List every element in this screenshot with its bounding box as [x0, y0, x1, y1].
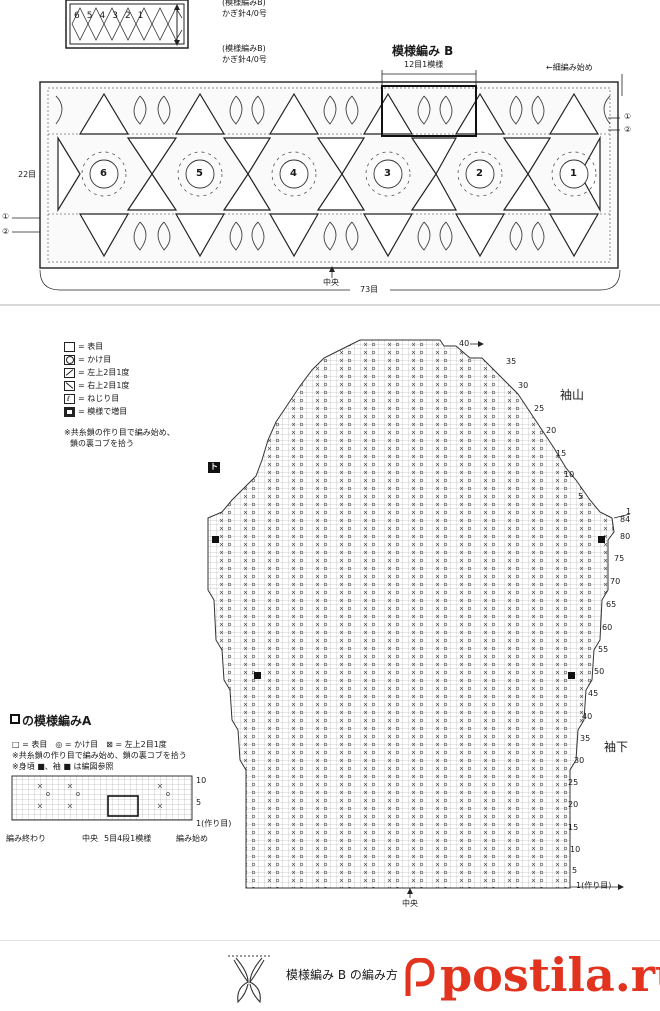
row-number: 25	[568, 778, 579, 787]
row-number: 20	[568, 800, 579, 809]
small-chart-numbers: 6 5 4 3 2 1	[74, 11, 143, 22]
pattern-a-note: ※身頃 ■、袖 ■ は編図参照	[12, 762, 114, 771]
legend-note: ※共糸鎖の作り目で編み始め、	[64, 428, 175, 437]
legend-text: = 左上2目1度	[78, 368, 130, 377]
pattern-a-row: 1(作り目)	[196, 819, 232, 828]
pattern-a-center: 中央	[82, 834, 98, 843]
small-chart-number: 4	[99, 11, 106, 21]
row-mark: ①	[624, 112, 632, 121]
k2tog-right-icon	[64, 381, 75, 391]
motif-number: 6	[100, 168, 107, 179]
row-number: 30	[518, 381, 529, 390]
section-marker: ト	[208, 462, 220, 473]
sleeve-top-number: 40	[459, 339, 470, 348]
label-b-top: (模様編みB)	[222, 0, 266, 7]
row-number: 65	[606, 600, 617, 609]
legend-item: = 表目	[64, 342, 103, 352]
legend-text: = かけ目	[78, 355, 112, 364]
row-number: 45	[588, 689, 599, 698]
pattern-a-repeat: 5目4段1模様	[104, 834, 152, 843]
sleeve-cap-label: 袖山	[560, 388, 585, 402]
motif-number: 3	[384, 168, 391, 179]
legend-item: ℓ = ねじり目	[64, 394, 119, 404]
row-number: 20	[546, 426, 557, 435]
legend-item: = 模様で増目	[64, 407, 127, 417]
pattern-a-row: 10	[196, 776, 207, 785]
sleeve-under-label: 袖下	[604, 740, 629, 754]
hook-mid: かぎ針4/0号	[222, 55, 267, 64]
row-mark: ②	[2, 227, 10, 236]
row-number: 30	[574, 756, 585, 765]
width-label: 73目	[360, 285, 379, 294]
watermark: postila.ru	[440, 948, 660, 1002]
row-number: 50	[594, 667, 605, 676]
knit-stitch-icon	[64, 342, 75, 352]
height-label: 22目	[18, 170, 37, 179]
sleeve-top-row-mark: 1	[626, 507, 632, 516]
row-number: 70	[610, 577, 621, 586]
row-number: 35	[506, 357, 517, 366]
row-number: 60	[602, 623, 613, 632]
row-number: 55	[598, 645, 609, 654]
sleeve-center-label: 中央	[402, 899, 418, 908]
row-number: 15	[556, 449, 567, 458]
hook-top: かぎ針4/0号	[222, 9, 267, 18]
small-chart-number: 6	[74, 11, 80, 21]
row-number: 10	[570, 845, 581, 854]
label-b-mid: (模様編みB)	[222, 44, 266, 53]
sleeve-row84: 84	[620, 515, 631, 524]
row-number: 25	[534, 404, 545, 413]
start-label: ←細編み始め	[546, 63, 593, 72]
motif-number: 5	[196, 168, 203, 179]
row-number: 75	[614, 554, 625, 563]
yarn-over-icon	[64, 355, 75, 365]
twisted-stitch-icon: ℓ	[64, 394, 75, 404]
sleeve-start-row: 1(作り目)	[576, 881, 612, 890]
pattern-a-end: 編み終わり	[6, 834, 46, 843]
k2tog-left-icon	[64, 368, 75, 378]
row-number: 15	[568, 823, 579, 832]
legend-text: = 右上2目1度	[78, 381, 130, 390]
row-mark: ①	[2, 212, 10, 221]
pattern-a-start: 編み始め	[176, 834, 208, 843]
pattern-a-row: 5	[196, 798, 202, 807]
pattern-a-title: の模様編みA	[22, 714, 92, 728]
row-number: 35	[580, 734, 591, 743]
pattern-a-chart	[11, 775, 193, 821]
pattern-b-diagram	[12, 0, 623, 291]
pattern-a-legend: □ = 表目 ◎ = かけ目 ⊠ = 左上2目1度	[12, 740, 167, 749]
motif-number: 2	[476, 168, 483, 179]
row-number: 5	[572, 866, 578, 875]
pattern-b-repeat: 12目1模様	[404, 60, 444, 69]
row-number: 5	[578, 492, 584, 501]
motif-number: 4	[290, 168, 297, 179]
section-divider	[0, 304, 660, 306]
legend-text: = ねじり目	[78, 394, 120, 403]
small-chart-number: 1	[137, 11, 144, 21]
small-chart-number: 5	[86, 11, 93, 21]
pattern-a-note: ※共糸鎖の作り目で編み始め、鎖の裏コブを拾う	[12, 751, 187, 760]
legend-item: = 左上2目1度	[64, 368, 129, 378]
footer-divider	[0, 940, 660, 941]
pattern-a-marker-icon	[10, 714, 20, 724]
increase-icon	[64, 407, 75, 417]
pattern-b-title: 模様編み B	[392, 44, 454, 58]
row-number: 80	[620, 532, 631, 541]
legend-note: 鎖の裏コブを拾う	[70, 439, 134, 448]
row-number: 10	[564, 470, 575, 479]
row-number: 40	[582, 712, 593, 721]
center-label-top: 中央	[323, 278, 339, 287]
row-mark: ②	[624, 125, 632, 134]
sleeve-chart	[207, 339, 631, 898]
motif-number: 1	[570, 168, 577, 179]
postila-logo-icon	[405, 958, 435, 996]
legend-text: = 模様で増目	[78, 407, 128, 416]
legend-item: = かけ目	[64, 355, 111, 365]
legend-text: = 表目	[78, 342, 104, 351]
legend-item: = 右上2目1度	[64, 381, 129, 391]
butterfly-icon	[228, 955, 270, 1004]
footer-title: 模様編み B の編み方	[286, 968, 398, 982]
small-chart-number: 2	[124, 11, 131, 21]
small-chart-number: 3	[112, 11, 118, 21]
